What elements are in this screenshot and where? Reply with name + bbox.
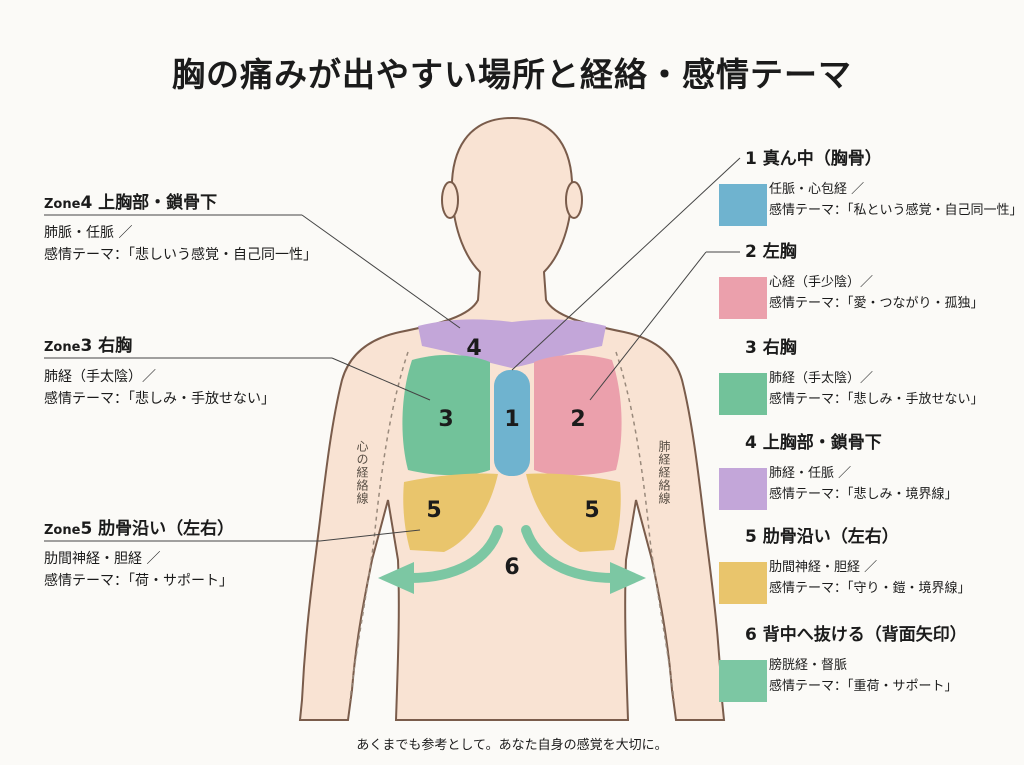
legend-zone3-emotion: 感情テーマ：「悲しみ・手放せない」 [769, 392, 984, 407]
zone6-left-arrow [405, 525, 503, 583]
zone3-prefix: Zone [44, 340, 81, 355]
legend-zone2-meridians: 心経（手少陰）／ [769, 275, 874, 290]
legend-zone3-meridians: 肺経（手太陰）／ [769, 371, 874, 386]
legend-zone4-lines: 肺経・任脈 ／ 感情テーマ：「悲しみ・境界線」 [769, 463, 958, 505]
legend-zone6: 6 背中へ抜ける（背面矢印） 膀胱経・督脈 感情テーマ：「重荷・サポート」 [719, 620, 1015, 710]
zone6-right-arrow [521, 525, 619, 583]
legend-zone6-emotion: 感情テーマ：「重荷・サポート」 [769, 679, 958, 694]
zone5-left-region [403, 473, 498, 552]
zone2-region [534, 354, 622, 476]
zone2-leader-diag [589, 251, 707, 401]
legend-zone1-emotion: 感情テーマ：「私という感覚・自己同一性」 [769, 203, 1023, 218]
zone3-region [402, 354, 490, 476]
legend-zone6-head: 6 背中へ抜ける（背面矢印） [745, 625, 967, 645]
right-ear [565, 181, 583, 219]
legend-zone1-lines: 任脈・心包経 ／ 感情テーマ：「私という感覚・自己同一性」 [769, 179, 1023, 221]
zone3-number: 3 [438, 407, 453, 432]
left-meridian-line [349, 351, 409, 701]
legend-zone5-meridians: 肋間神経・胆経 ／ [769, 560, 878, 575]
legend-zone2: 2 左胸 心経（手少陰）／ 感情テーマ：「愛・つながり・孤独」 [719, 237, 1015, 327]
legend-zone2-swatch [719, 277, 767, 319]
zone4-label: Zone4 上胸部・鎖骨下 [44, 188, 217, 213]
zone4-number: 4 [466, 336, 481, 361]
legend-zone4: 4 上胸部・鎖骨下 肺経・任脈 ／ 感情テーマ：「悲しみ・境界線」 [719, 428, 1015, 518]
legend-zone2-lines: 心経（手少陰）／ 感情テーマ：「愛・つながり・孤独」 [769, 272, 984, 314]
legend-zone3-swatch [719, 373, 767, 415]
zone3-emotion: 感情テーマ：「悲しみ・手放せない」 [44, 391, 275, 407]
legend-zone5-emotion: 感情テーマ：「守り・鎧・境界線」 [769, 581, 971, 596]
zone1-region [494, 370, 530, 476]
zone4-label-text: 4 上胸部・鎖骨下 [80, 193, 218, 213]
legend-zone3-head: 3 右胸 [745, 338, 797, 358]
zone6-left-arrowhead [378, 562, 414, 594]
zone5-right-number: 5 [584, 498, 599, 523]
zone3-leader [331, 357, 431, 401]
legend-zone5-lines: 肋間神経・胆経 ／ 感情テーマ：「守り・鎧・境界線」 [769, 557, 971, 599]
legend-zone2-head: 2 左胸 [745, 242, 797, 262]
legend-zone5: 5 肋骨沿い（左右） 肋間神経・胆経 ／ 感情テーマ：「守り・鎧・境界線」 [719, 522, 1015, 612]
zone5-label-text: 5 肋骨沿い（左右） [80, 519, 235, 539]
legend-zone1: 1 真ん中（胸骨） 任脈・心包経 ／ 感情テーマ：「私という感覚・自己同一性」 [719, 144, 1023, 234]
zone3-label: Zone3 右胸 [44, 331, 132, 356]
zone3-meridians: 肺経（手太陰）／ [44, 369, 156, 385]
zone5-right-region [526, 473, 621, 552]
footer-note: あくまでも参考として。あなた自身の感覚を大切に。 [356, 738, 668, 753]
zone1-leader [511, 157, 741, 371]
legend-zone5-head: 5 肋骨沿い（左右） [745, 527, 899, 547]
zone6-right-arrowhead [610, 562, 646, 594]
zone5-leader [319, 529, 421, 542]
zone4-leader [301, 214, 461, 329]
legend-zone6-swatch [719, 660, 767, 702]
zone1-number: 1 [504, 407, 519, 432]
zone4-emotion: 感情テーマ：「悲しいう感覚・自己同一性」 [44, 247, 317, 263]
legend-zone4-head: 4 上胸部・鎖骨下 [745, 433, 882, 453]
legend-zone5-swatch [719, 562, 767, 604]
zone5-left-number: 5 [426, 498, 441, 523]
legend-zone6-lines: 膀胱経・督脈 感情テーマ：「重荷・サポート」 [769, 655, 958, 697]
legend-zone1-head: 1 真ん中（胸骨） [745, 149, 882, 169]
zone3-label-text: 3 右胸 [80, 336, 133, 356]
legend-zone4-meridians: 肺経・任脈 ／ [769, 466, 852, 481]
legend-zone3-lines: 肺経（手太陰）／ 感情テーマ：「悲しみ・手放せない」 [769, 368, 984, 410]
zone4-prefix: Zone [44, 197, 81, 212]
legend-zone2-emotion: 感情テーマ：「愛・つながり・孤独」 [769, 296, 984, 311]
legend-zone6-meridians: 膀胱経・督脈 [769, 658, 848, 673]
legend-zone1-swatch [719, 184, 767, 226]
legend-zone4-emotion: 感情テーマ：「悲しみ・境界線」 [769, 487, 958, 502]
zone4-region [418, 319, 606, 368]
legend-zone4-swatch [719, 468, 767, 510]
zone5-emotion: 感情テーマ：「荷・サポート」 [44, 573, 233, 589]
right-meridian-line [615, 351, 675, 701]
lung-meridian-label: 肺経経絡線 [657, 440, 671, 505]
legend-zone1-meridians: 任脈・心包経 ／ [769, 182, 865, 197]
page-title: 胸の痛みが出やすい場所と経絡・感情テーマ [172, 55, 852, 94]
zone5-meridians: 肋間神経・胆経 ／ [44, 551, 161, 567]
legend-zone3: 3 右胸 肺経（手太陰）／ 感情テーマ：「悲しみ・手放せない」 [719, 333, 1015, 423]
zone5-label: Zone5 肋骨沿い（左右） [44, 514, 234, 539]
heart-meridian-label: 心の経絡線 [355, 440, 369, 505]
zone4-meridians: 肺脈・任脈 ／ [44, 225, 133, 241]
zone5-description: 肋間神経・胆経 ／ 感情テーマ：「荷・サポート」 [44, 548, 233, 592]
zone2-number: 2 [570, 407, 585, 432]
zone6-number: 6 [504, 555, 519, 580]
zone4-description: 肺脈・任脈 ／ 感情テーマ：「悲しいう感覚・自己同一性」 [44, 222, 317, 266]
left-ear [441, 181, 459, 219]
zone5-prefix: Zone [44, 523, 81, 538]
zone3-description: 肺経（手太陰）／ 感情テーマ：「悲しみ・手放せない」 [44, 366, 275, 410]
